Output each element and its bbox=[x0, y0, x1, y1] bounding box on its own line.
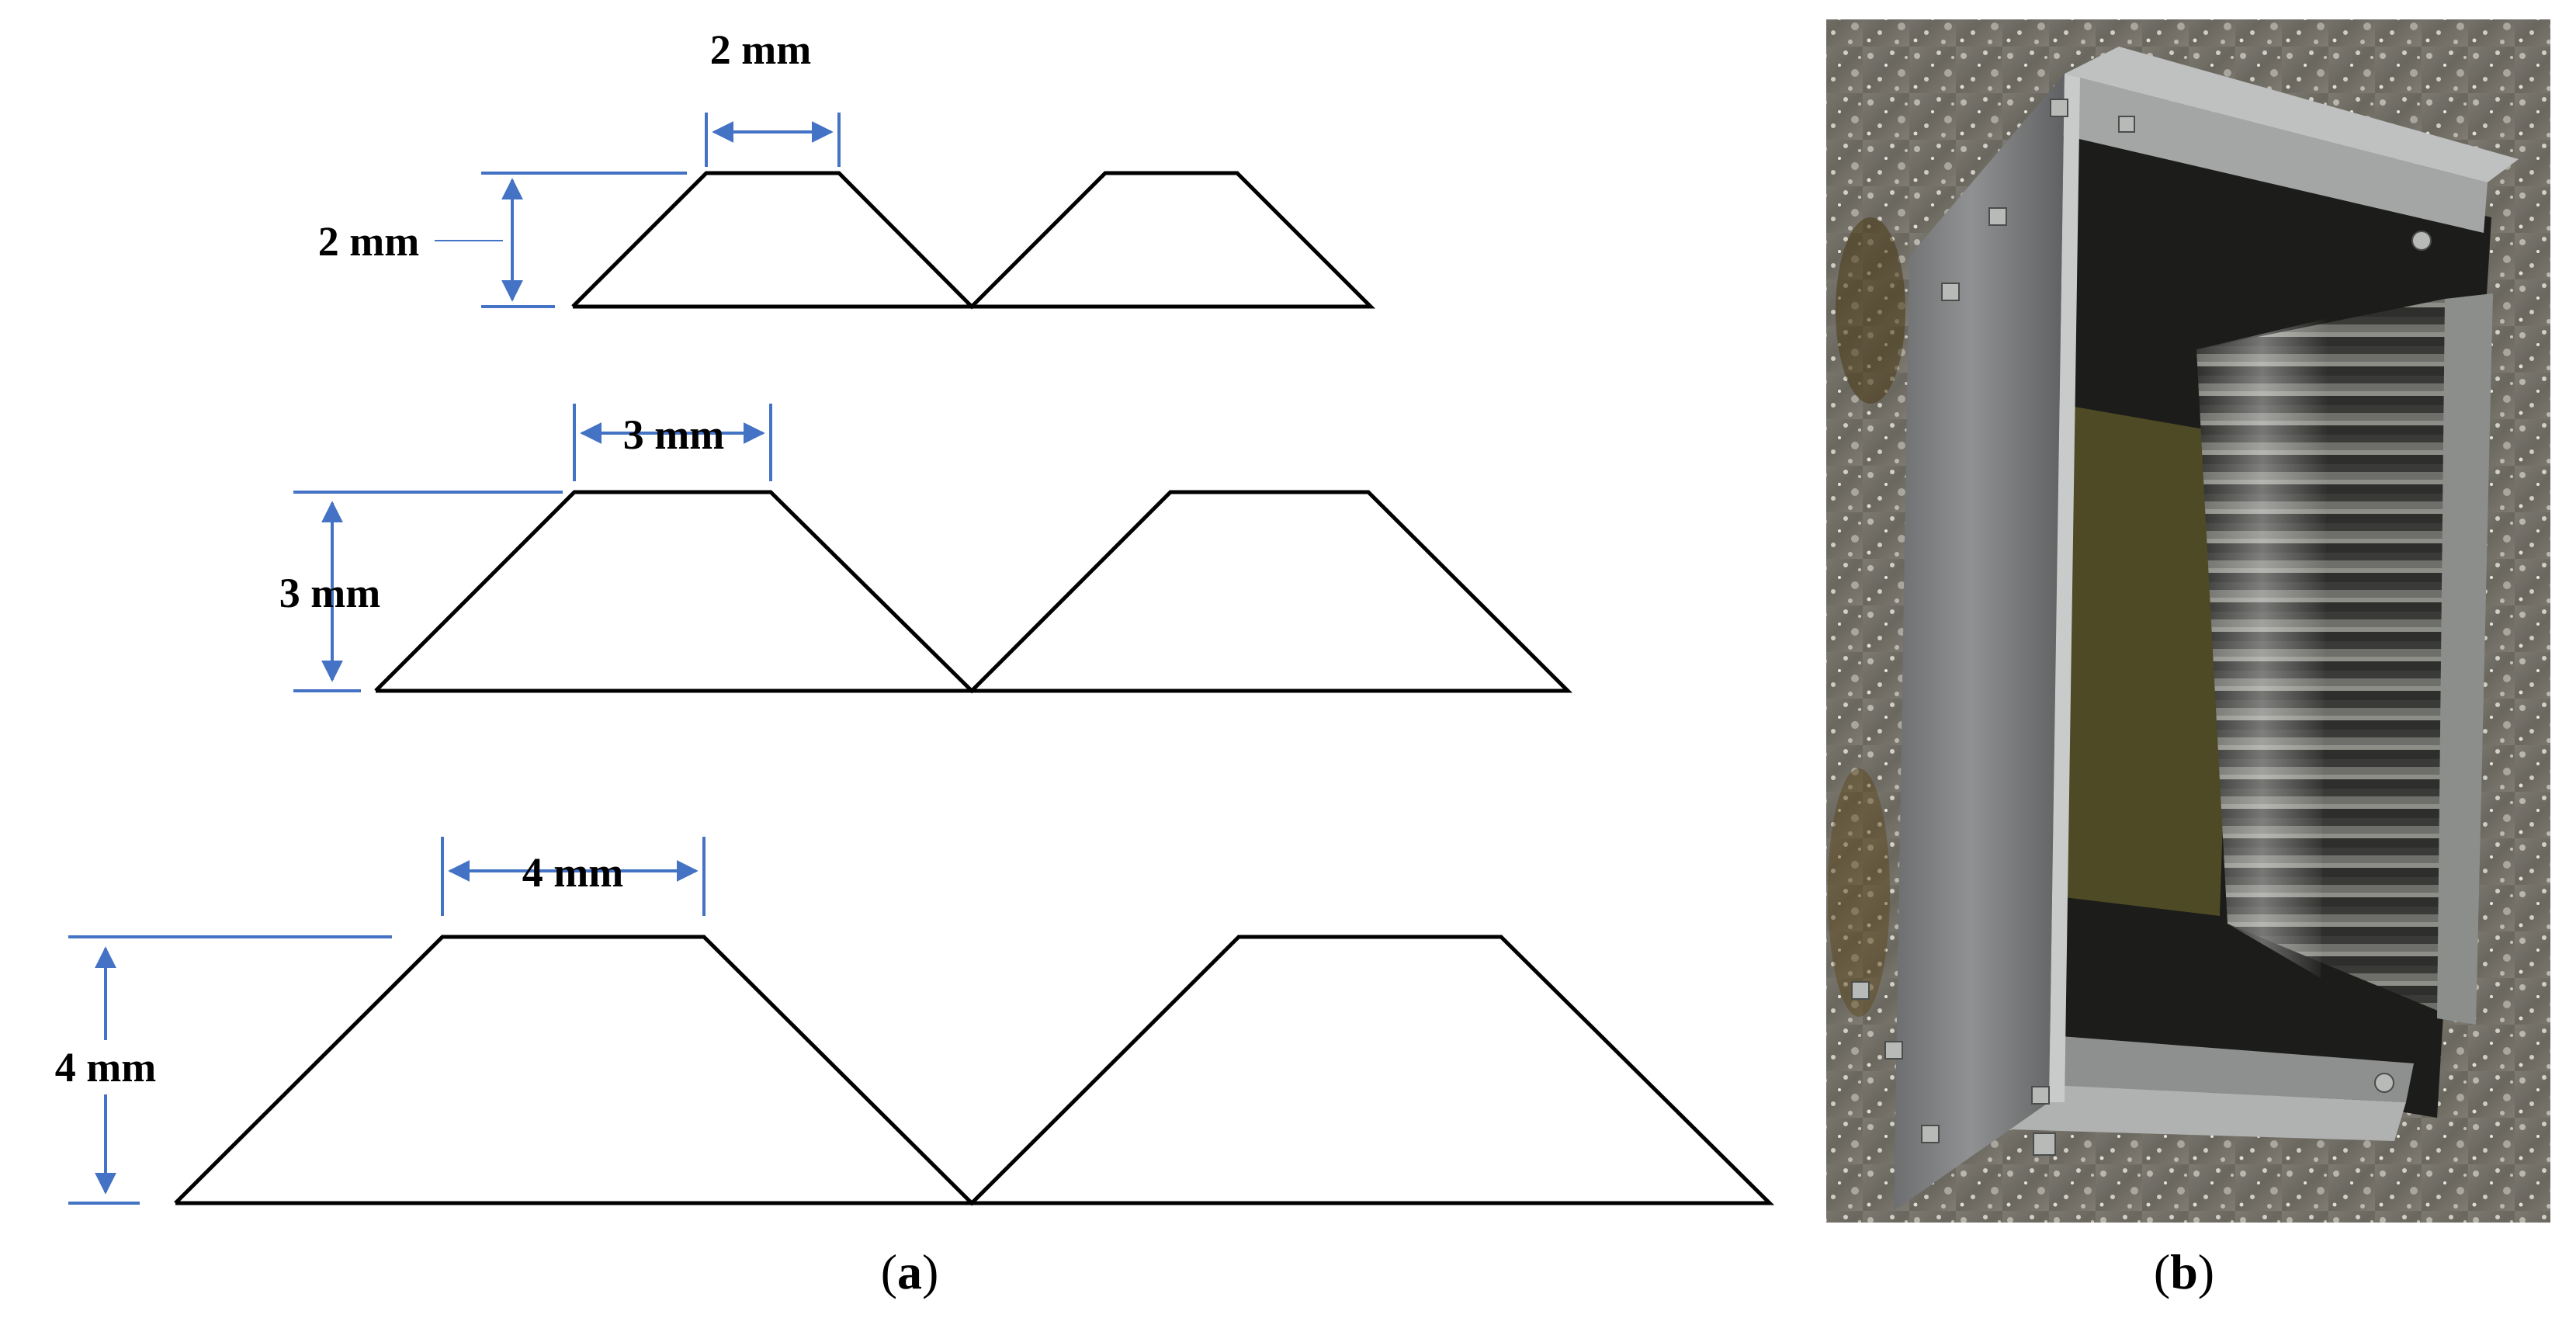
top-plate bbox=[2049, 74, 2488, 233]
bolt bbox=[1941, 283, 1960, 301]
box-residue bbox=[2026, 404, 2235, 916]
bolt bbox=[1884, 1041, 1903, 1060]
side-plate-edge bbox=[2049, 74, 2080, 1102]
profile-row-3mm: 3 mm 3 mm bbox=[279, 404, 1573, 694]
panel-b-photo: (b) bbox=[1826, 19, 2550, 1299]
stain bbox=[1828, 768, 1890, 1017]
panel-b-caption: (b) bbox=[2154, 1244, 2214, 1299]
bolt bbox=[2033, 1132, 2056, 1156]
panel-a-caption: (a) bbox=[881, 1244, 939, 1299]
bolt bbox=[1921, 1125, 1940, 1143]
bolts bbox=[1851, 99, 2432, 1156]
width-label: 3 mm bbox=[623, 411, 724, 458]
top-plate-edge bbox=[2065, 47, 2519, 182]
bottom-plate-edge bbox=[2002, 1083, 2406, 1141]
profile-row-2mm: 2 mm 2 mm bbox=[318, 26, 1376, 310]
bolt bbox=[2374, 1073, 2394, 1093]
bottom-plate bbox=[2002, 1032, 2414, 1102]
height-label: 4 mm bbox=[55, 1044, 156, 1091]
trapezoid-profile-4mm bbox=[174, 935, 1775, 1206]
trapezoid-profile-2mm bbox=[571, 171, 1376, 310]
height-label: 3 mm bbox=[279, 570, 380, 616]
bolt bbox=[2411, 231, 2432, 251]
bolt bbox=[2118, 116, 2135, 133]
side-plate bbox=[1894, 74, 2065, 1211]
stain bbox=[1836, 217, 1905, 404]
label-backdrop bbox=[47, 1040, 179, 1094]
bolt bbox=[2031, 1086, 2050, 1105]
bolt bbox=[1988, 207, 2007, 226]
width-label: 4 mm bbox=[522, 849, 623, 896]
panel-a-drawing: 2 mm 2 mm 3 mm 3 mm 4 mm 4 mm bbox=[47, 26, 1775, 1299]
profile-row-4mm: 4 mm 4 mm bbox=[47, 837, 1775, 1206]
bolt bbox=[1851, 981, 1870, 1000]
width-label: 2 mm bbox=[710, 26, 811, 73]
corrugated-highlight bbox=[2196, 318, 2328, 978]
right-flange bbox=[2437, 293, 2493, 1025]
trapezoid-profile-3mm bbox=[374, 490, 1573, 694]
height-label: 2 mm bbox=[318, 218, 419, 265]
bolt bbox=[2050, 99, 2068, 117]
